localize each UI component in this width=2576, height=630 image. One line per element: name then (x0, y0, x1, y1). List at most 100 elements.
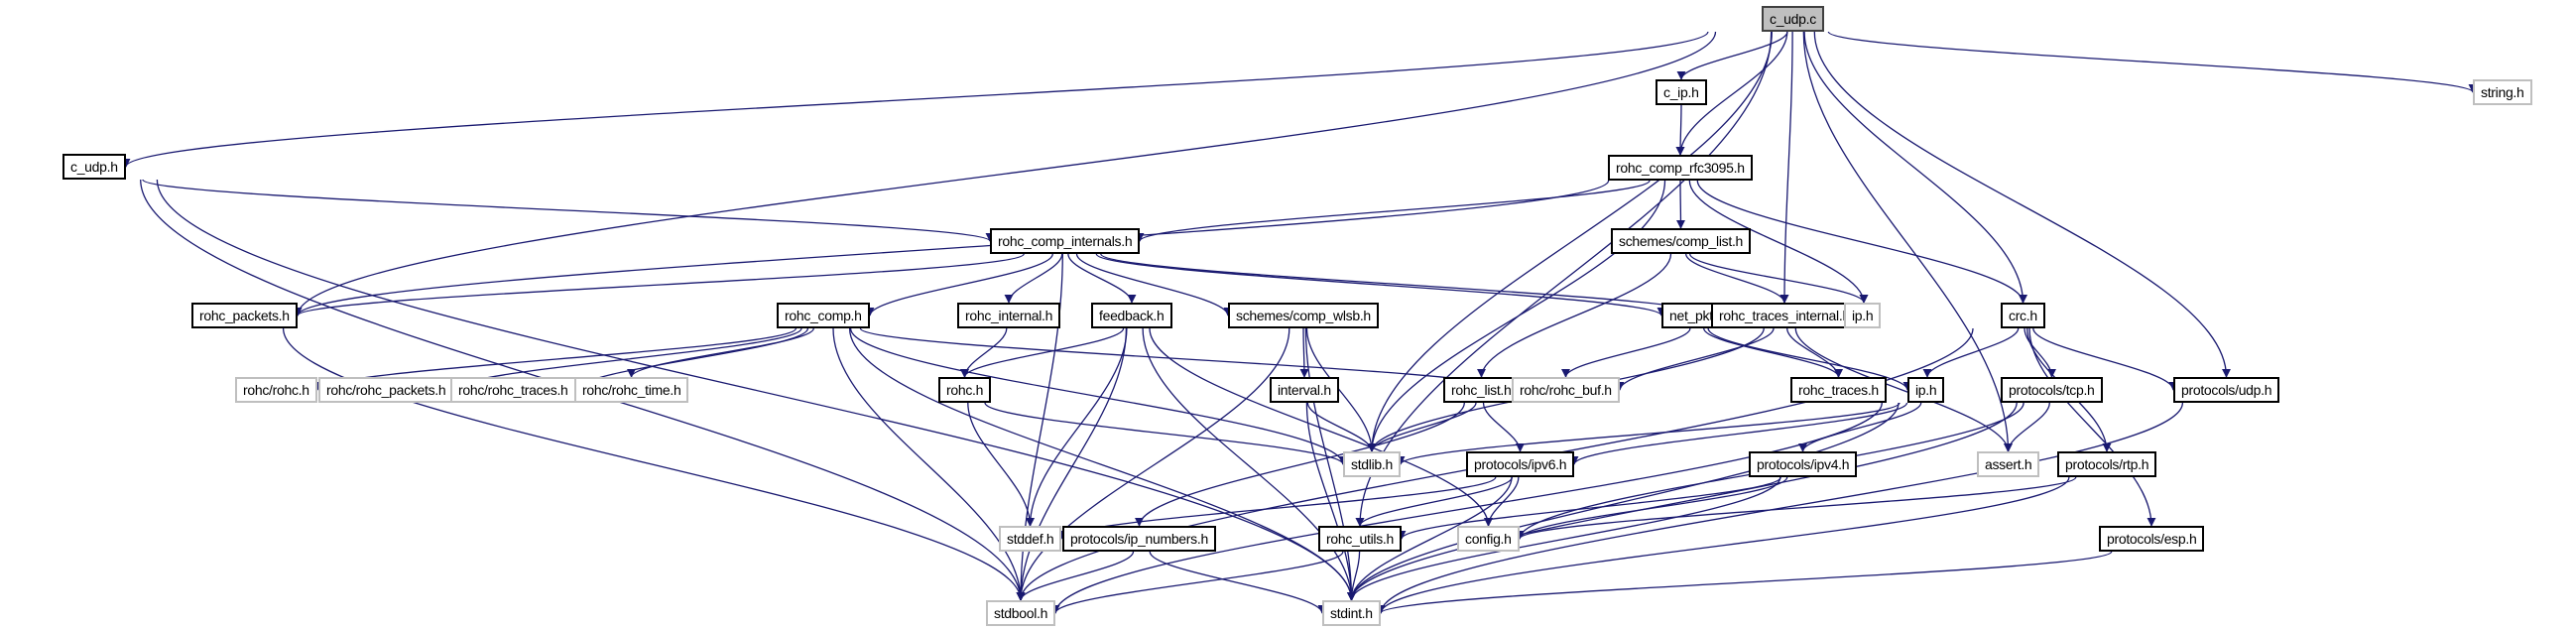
node-protocols-ipv6-h[interactable]: protocols/ipv6.h (1466, 451, 1575, 477)
edge-rohc-comp-h-to-stdint-h (848, 327, 1357, 601)
node-c-udp-c[interactable]: c_udp.c (1762, 6, 1824, 32)
node-rohc-rohc-packets-h: rohc/rohc_packets.h (318, 377, 454, 403)
edge-ip-h-to-stdlib-h (1396, 402, 1901, 465)
node-rohc-list-h[interactable]: rohc_list.h (1443, 377, 1520, 403)
node-protocols-tcp-h[interactable]: protocols/tcp.h (2001, 377, 2103, 403)
edge-protocols-ipv6-h-to-rohc-utils-h (1355, 476, 1514, 527)
edge-c-udp-c-to-crc-h (1803, 31, 2028, 304)
edge-rohc-packets-h-to-stdbool-h (282, 327, 1026, 601)
node-c-udp-h[interactable]: c_udp.h (62, 154, 126, 180)
edge-c-ip-h-to-rohc-comp-rfc3095-h (1675, 104, 1685, 156)
edge-rohc-comp-h-to-rohc-rohc-time-h (627, 327, 814, 378)
edge-protocols-rtp-h-to-stdint-h (1376, 476, 2070, 614)
edge-protocols-ip-numbers-h-to-stdint-h (1149, 551, 1327, 614)
edge-feedback-h-to-stddef-h (1025, 327, 1128, 527)
edge-rohc-comp-h-to-stdbool-h (832, 327, 1026, 601)
node-rohc-rohc-h: rohc/rohc.h (235, 377, 317, 403)
edge-net-pkt-h-to-rohc-traces-h (1703, 327, 1843, 378)
node-protocols-ip-numbers-h[interactable]: protocols/ip_numbers.h (1062, 526, 1216, 552)
node-assert-h: assert.h (1977, 451, 2040, 477)
edge-rohc-utils-h-to-stdbool-h (1050, 551, 1344, 614)
edge-protocols-ipv4-h-to-stdint-h (1347, 476, 1781, 601)
edge-protocols-rtp-h-to-config-h (1515, 476, 2077, 540)
edge-net-pkt-h-to-ip-h (1707, 327, 1912, 391)
node-protocols-rtp-h[interactable]: protocols/rtp.h (2057, 451, 2157, 477)
edge-c-udp-h-to-stdint-h (156, 179, 1356, 601)
edge-rohc-list-h-to-protocols-ipv6-h (1482, 402, 1526, 452)
node-rohc-comp-rfc3095-h[interactable]: rohc_comp_rfc3095.h (1608, 155, 1753, 181)
edge-rohc-comp-internals-h-to-rohc-internal-h (1004, 253, 1063, 304)
edge-rohc-h-to-stddef-h (967, 402, 1036, 527)
node-config-h: config.h (1457, 526, 1520, 552)
node-rohc-h[interactable]: rohc.h (938, 377, 992, 403)
node-schemes-comp-list-h[interactable]: schemes/comp_list.h (1611, 228, 1752, 254)
edge-schemes-comp-list-h-to-rohc-list-h (1476, 253, 1672, 378)
node-rohc-traces-internal-h[interactable]: rohc_traces_internal.h (1711, 303, 1858, 328)
node-protocols-esp-h[interactable]: protocols/esp.h (2099, 526, 2205, 552)
edge-rohc-comp-rfc3095-h-to-ip-h-ext (1688, 180, 1869, 304)
node-rohc-rohc-traces-h: rohc/rohc_traces.h (450, 377, 576, 403)
edge-rohc-comp-h-to-stdlib-h (849, 327, 1348, 465)
node-rohc-comp-internals-h[interactable]: rohc_comp_internals.h (990, 228, 1141, 254)
edge-protocols-ipv6-h-to-stdint-h (1346, 476, 1513, 601)
edge-feedback-h-to-rohc-h (960, 327, 1125, 378)
edge-interval-h-to-stdint-h (1305, 402, 1357, 601)
node-protocols-ipv4-h[interactable]: protocols/ipv4.h (1749, 451, 1858, 477)
edge-net-pkt-h-to-rohc-rohc-buf-h (1561, 327, 1691, 378)
node-crc-h[interactable]: crc.h (2001, 303, 2045, 328)
node-schemes-comp-wlsb-h[interactable]: schemes/comp_wlsb.h (1228, 303, 1379, 328)
edge-protocols-esp-h-to-stdint-h (1376, 551, 2113, 614)
edge-c-udp-c-to-rohc-traces-internal-h (1779, 31, 1793, 304)
edge-ip-h-to-protocols-ipv6-h (1569, 402, 1908, 465)
edge-c-udp-c-to-stdlib-h (1367, 31, 1773, 452)
node-protocols-udp-h[interactable]: protocols/udp.h (2173, 377, 2280, 403)
edge-protocols-ip-numbers-h-to-stdbool-h (1016, 551, 1135, 601)
edge-rohc-internal-h-to-rohc-h (959, 327, 1008, 378)
edge-feedback-h-to-stdint-h (1142, 327, 1357, 601)
edge-ip-h-to-stdbool-h (1050, 402, 1883, 614)
node-stddef-h: stddef.h (999, 526, 1062, 552)
edge-c-udp-c-to-string-h (1827, 31, 2478, 93)
edge-protocols-udp-h-to-stdint-h (1376, 402, 2184, 614)
node-rohc-packets-h[interactable]: rohc_packets.h (191, 303, 298, 328)
node-rohc-comp-h[interactable]: rohc_comp.h (777, 303, 870, 328)
edge-schemes-comp-wlsb-h-to-stdbool-h (1016, 327, 1290, 601)
node-rohc-traces-h[interactable]: rohc_traces.h (1790, 377, 1887, 403)
edge-c-udp-c-to-c-udp-h (121, 31, 1709, 168)
edge-c-udp-h-to-rohc-comp-internals-h (142, 179, 995, 242)
edge-c-udp-c-to-protocols-udp-h (1813, 31, 2232, 378)
edge-crc-h-to-protocols-esp-h (2028, 327, 2156, 527)
node-stdbool-h: stdbool.h (986, 600, 1056, 626)
edge-schemes-comp-list-h-to-ip-h-ext (1689, 253, 1869, 304)
edge-rohc-list-h-to-protocols-ip-numbers-h (1135, 402, 1465, 527)
node-interval-h[interactable]: interval.h (1270, 377, 1339, 403)
edge-protocols-tcp-h-to-assert-h (2003, 402, 2050, 452)
node-stdlib-h: stdlib.h (1343, 451, 1401, 477)
edge-feedback-h-to-stdbool-h (1016, 327, 1128, 601)
edge-ip-h-to-stdint-h (1347, 402, 1900, 601)
node-rohc-internal-h[interactable]: rohc_internal.h (957, 303, 1061, 328)
node-feedback-h[interactable]: feedback.h (1091, 303, 1172, 328)
node-stdint-h: stdint.h (1322, 600, 1381, 626)
edge-rohc-comp-rfc3095-h-to-crc-h (1696, 180, 2027, 304)
edge-rohc-comp-rfc3095-h-to-rohc-comp-internals-h (1135, 180, 1651, 242)
edge-c-udp-c-to-c-ip-h (1676, 31, 1788, 80)
edge-rohc-traces-internal-h-to-rohc-traces-h (1786, 327, 1844, 378)
edge-schemes-comp-wlsb-h-to-stdint-h (1304, 327, 1357, 601)
edge-c-udp-c-to-rohc-comp-rfc3095-h (1675, 31, 1788, 156)
node-rohc-utils-h[interactable]: rohc_utils.h (1318, 526, 1402, 552)
edge-protocols-ipv6-h-to-config-h (1483, 476, 1520, 527)
node-rohc-rohc-buf-h: rohc/rohc_buf.h (1512, 377, 1620, 403)
edge-protocols-ipv4-h-to-config-h (1515, 476, 1788, 540)
node-string-h: string.h (2473, 79, 2532, 105)
node-c-ip-h[interactable]: c_ip.h (1656, 79, 1707, 105)
edge-schemes-comp-list-h-to-rohc-traces-internal-h (1685, 253, 1789, 304)
edge-rohc-comp-internals-h-to-rohc-traces-internal-h (1100, 253, 1716, 316)
edge-rohc-comp-internals-h-to-rohc-comp-h (865, 253, 1053, 316)
node-ip-h[interactable]: ip.h (1907, 377, 1945, 403)
edge-rohc-comp-internals-h-to-feedback-h (1067, 253, 1137, 304)
edge-ip-h-to-protocols-ipv4-h (1798, 402, 1922, 452)
edge-rohc-traces-internal-h-to-rohc-rohc-buf-h (1615, 327, 1775, 391)
edge-rohc-list-h-to-stdlib-h (1367, 402, 1477, 452)
